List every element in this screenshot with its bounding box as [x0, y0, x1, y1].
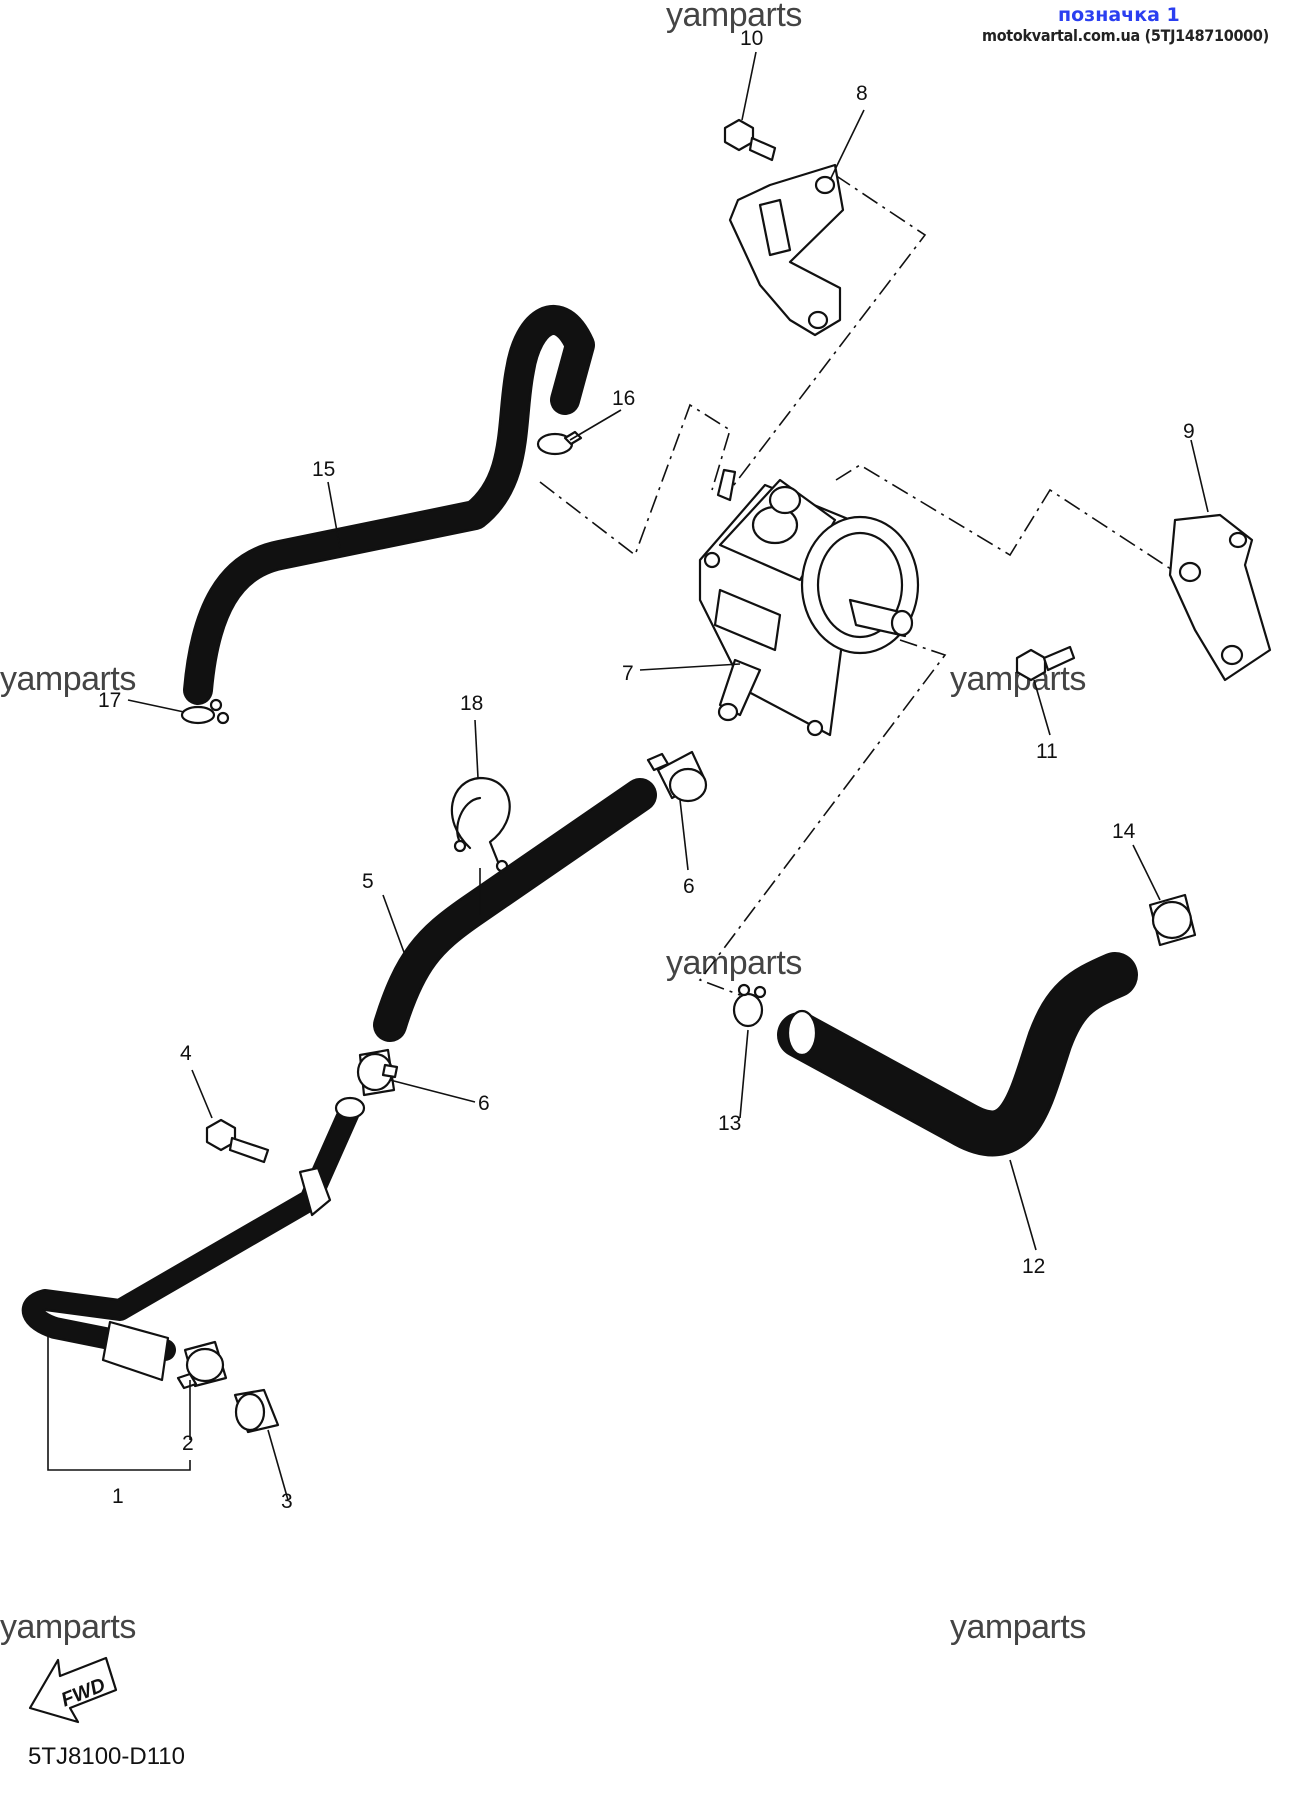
watermark-top: yamparts	[666, 0, 802, 34]
leader-lines	[47, 51, 1209, 1501]
part-1-pipe	[21, 1096, 366, 1382]
part-2-clamp	[176, 1340, 228, 1390]
part-6-clamp-upper	[646, 750, 708, 803]
part-14-clamp	[1148, 893, 1197, 947]
part-number-14: 14	[1112, 820, 1136, 843]
part-11-bolt	[1015, 645, 1076, 682]
part-3-sleeve	[233, 1388, 280, 1434]
part-number-labels: 1 2 3 4 5 6 6 7 8 9 10 11 12 13 14 15 16…	[98, 27, 1195, 1513]
part-13-clip	[732, 983, 767, 1028]
part-number-18: 18	[460, 692, 483, 715]
part-number-2: 2	[182, 1432, 194, 1455]
watermark-center: yamparts	[666, 944, 802, 982]
part-number-17: 17	[98, 689, 121, 712]
part-16-clamp	[536, 430, 583, 456]
part-9-bracket	[1168, 513, 1272, 682]
watermark-left-mid: yamparts	[0, 660, 136, 698]
part-number-11: 11	[1036, 740, 1058, 763]
part-15-hose	[183, 305, 595, 705]
part-4-bolt	[205, 1118, 270, 1164]
part-number-13: 13	[718, 1112, 741, 1135]
part-number-6-lower: 6	[478, 1092, 490, 1115]
part-number-9: 9	[1183, 420, 1195, 443]
part-number-4: 4	[180, 1042, 192, 1065]
part-5-hose	[373, 778, 657, 1042]
watermark-bottom-right: yamparts	[950, 1608, 1086, 1646]
assembly-dash-lines	[539, 174, 1181, 996]
diagram-code: 5TJ8100-D110	[28, 1743, 185, 1770]
part-number-8: 8	[856, 82, 868, 105]
header-label: позначка 1	[1058, 4, 1180, 26]
part-8-bracket	[728, 163, 845, 337]
part-number-6-upper: 6	[683, 875, 695, 898]
part-number-12: 12	[1022, 1255, 1045, 1278]
part-number-1: 1	[112, 1485, 124, 1508]
fwd-arrow-icon: FWD	[28, 1656, 118, 1724]
part-number-15: 15	[312, 458, 335, 481]
watermark-bottom-left: yamparts	[0, 1608, 136, 1646]
part-12-hose	[777, 952, 1138, 1157]
part-number-5: 5	[362, 870, 374, 893]
part-17-clip	[180, 698, 230, 725]
header-source: motokvartal.com.ua (5TJ148710000)	[982, 26, 1269, 45]
part-7-valve-assembly	[698, 468, 920, 737]
part-number-3: 3	[281, 1490, 293, 1513]
part-10-bolt	[723, 118, 777, 162]
part-number-10: 10	[740, 27, 763, 50]
part-number-16: 16	[612, 387, 635, 410]
part-number-7: 7	[622, 662, 634, 685]
part-6-clamp-lower	[356, 1048, 399, 1097]
part-18-clip	[450, 776, 511, 873]
